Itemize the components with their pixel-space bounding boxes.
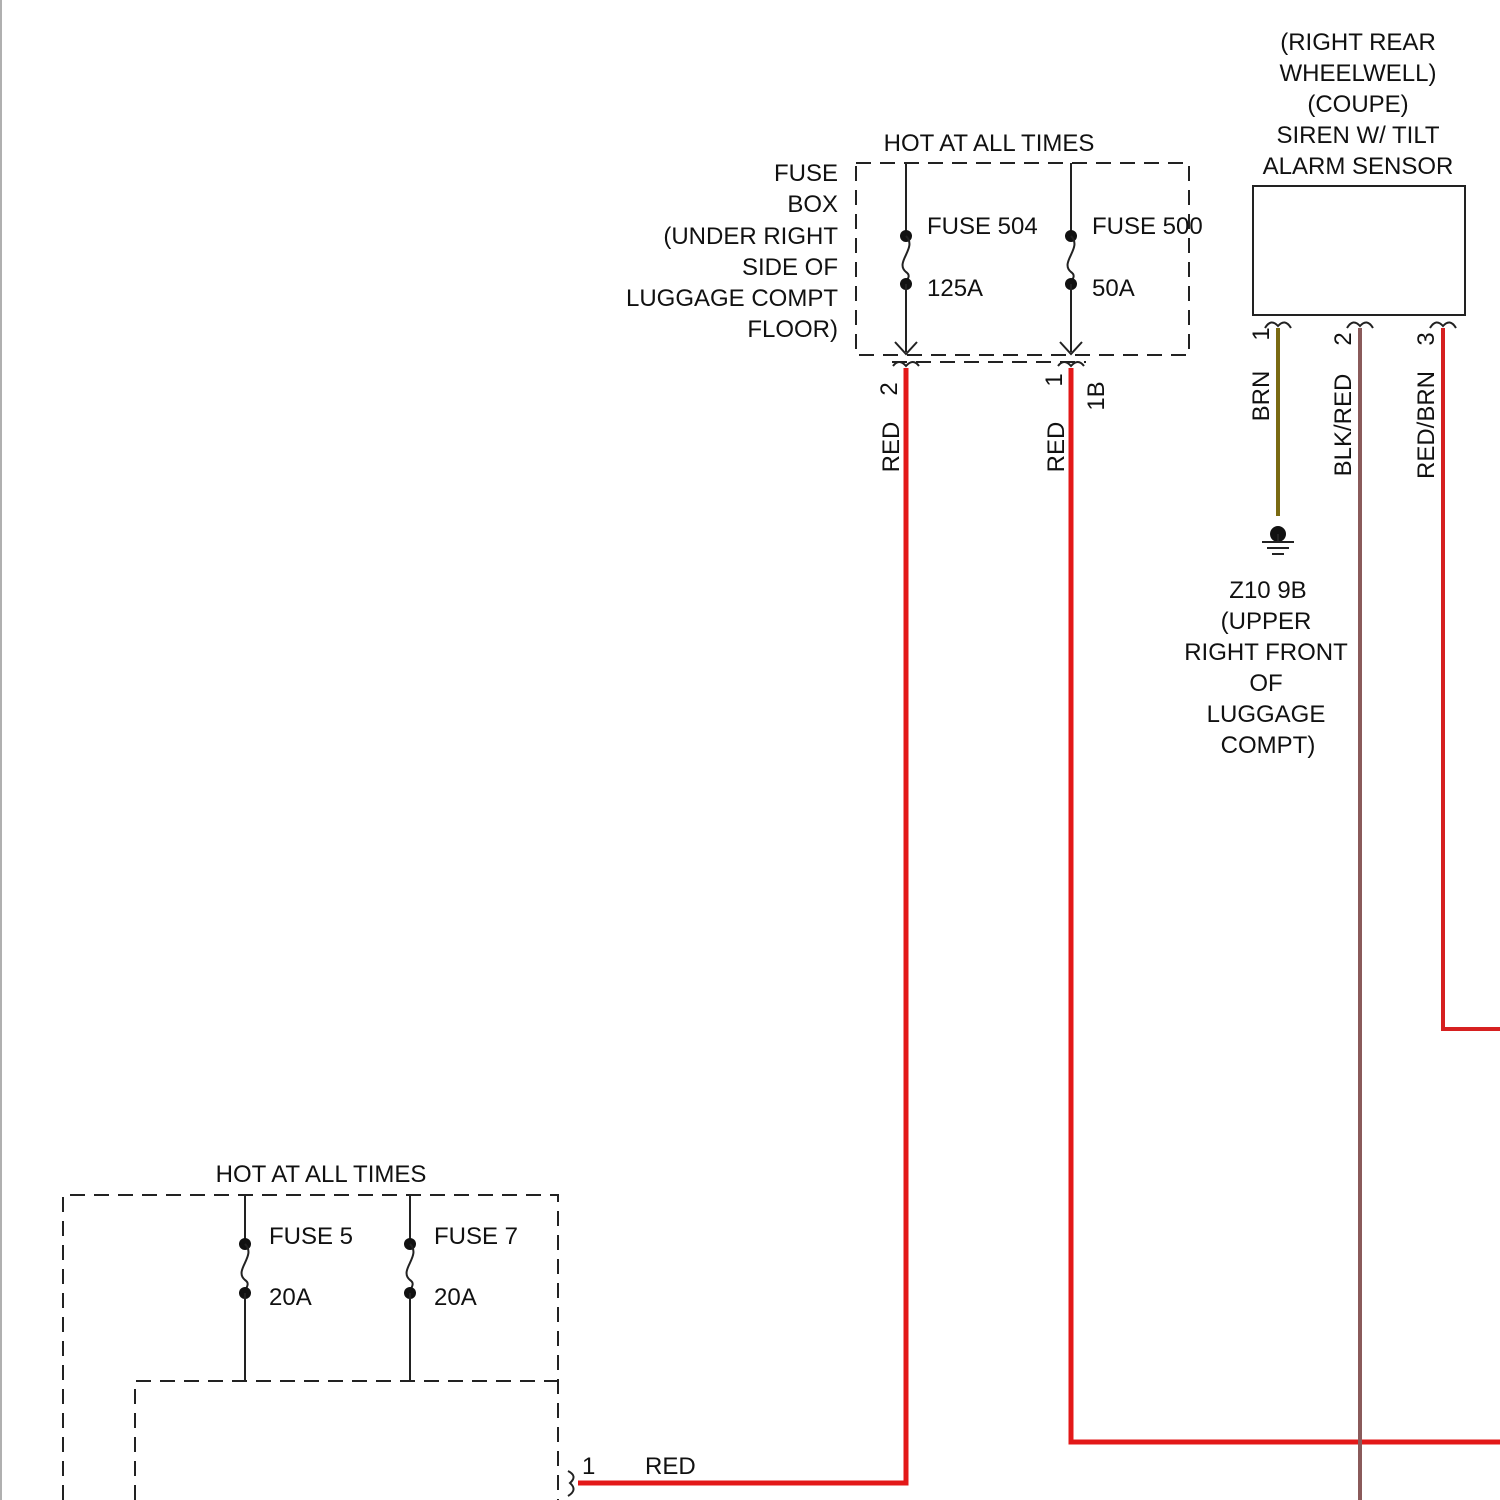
wire-color-red: RED bbox=[645, 1453, 696, 1480]
fuse-box-main-location: FUSE BOX (UNDER RIGHT SIDE OF LUGGAGE CO… bbox=[626, 160, 838, 343]
fuse-box-lower-inner-outline bbox=[135, 1381, 558, 1500]
pin-1b-label: 1B bbox=[1083, 381, 1110, 410]
fuse-box-lower-title: HOT AT ALL TIMES bbox=[216, 1161, 427, 1188]
wire-color-red: RED bbox=[878, 422, 905, 473]
fuse-504-name: FUSE 504 bbox=[927, 213, 1038, 240]
ground-location-line: OF bbox=[1249, 670, 1282, 697]
siren-pin-2-connector bbox=[1347, 322, 1373, 328]
wire-fuse-504-to-lower-box[interactable] bbox=[578, 368, 906, 1483]
fuse-7-name: FUSE 7 bbox=[434, 1223, 518, 1250]
fuse-box-lower: HOT AT ALL TIMES FUSE 5 20A FUSE 7 20A 1… bbox=[63, 1161, 696, 1500]
lower-pin-1-connector bbox=[568, 1471, 574, 1496]
fuse-500-name: FUSE 500 bbox=[1092, 213, 1203, 240]
location-line: SIDE OF bbox=[742, 254, 838, 281]
fuse-5-element bbox=[242, 1244, 249, 1293]
wire-red-brn[interactable] bbox=[1443, 328, 1500, 1029]
pin-1-label: 1 bbox=[1041, 373, 1068, 386]
fuse-504-rating: 125A bbox=[927, 275, 983, 302]
fuse-500-rating: 50A bbox=[1092, 275, 1135, 302]
fuse-5-rating: 20A bbox=[269, 1284, 312, 1311]
wire-fuse-500-out[interactable] bbox=[1071, 368, 1500, 1442]
wire-color-blk-red: BLK/RED bbox=[1330, 374, 1357, 477]
siren-pin-2-label: 2 bbox=[1330, 332, 1357, 345]
ground-location-line: RIGHT FRONT bbox=[1184, 639, 1348, 666]
fuse-504-element bbox=[903, 236, 910, 284]
ground-id: Z10 9B bbox=[1229, 577, 1306, 604]
ground-icon bbox=[1262, 534, 1294, 554]
siren-pin-3-label: 3 bbox=[1413, 332, 1440, 345]
siren-label-line: SIREN W/ TILT bbox=[1276, 122, 1439, 149]
pin-2-label: 2 bbox=[876, 382, 903, 395]
siren-tilt-alarm-sensor[interactable]: (RIGHT REAR WHEELWELL) (COUPE) SIREN W/ … bbox=[1248, 29, 1465, 479]
fuse-5-name: FUSE 5 bbox=[269, 1223, 353, 1250]
fuse-5[interactable]: FUSE 5 20A bbox=[239, 1195, 353, 1381]
ground-location-line: (UPPER bbox=[1221, 608, 1312, 635]
fuse-500[interactable]: FUSE 500 50A bbox=[1058, 163, 1203, 366]
fuse-box-main-title: HOT AT ALL TIMES bbox=[884, 130, 1095, 157]
siren-label-line: ALARM SENSOR bbox=[1263, 153, 1454, 180]
siren-label-line: WHEELWELL) bbox=[1280, 60, 1437, 87]
ground-location-line: COMPT) bbox=[1221, 732, 1316, 759]
location-line: LUGGAGE COMPT bbox=[626, 285, 838, 312]
location-line: BOX bbox=[787, 191, 838, 218]
location-line: FLOOR) bbox=[747, 316, 838, 343]
fuse-7-rating: 20A bbox=[434, 1284, 477, 1311]
fuse-500-element bbox=[1068, 236, 1075, 284]
wire-color-red: RED bbox=[1043, 422, 1070, 473]
fuse-7-element bbox=[407, 1244, 414, 1293]
siren-body bbox=[1253, 186, 1465, 315]
siren-label-line: (COUPE) bbox=[1307, 91, 1408, 118]
ground-z10-9b[interactable]: Z10 9B (UPPER RIGHT FRONT OF LUGGAGE COM… bbox=[1184, 526, 1348, 759]
fuse-7[interactable]: FUSE 7 20A bbox=[404, 1195, 518, 1381]
wire-color-brn: BRN bbox=[1248, 371, 1275, 422]
fuse-box-main: HOT AT ALL TIMES FUSE BOX (UNDER RIGHT S… bbox=[626, 130, 1203, 472]
siren-pin-1-label: 1 bbox=[1248, 327, 1275, 340]
location-line: FUSE bbox=[774, 160, 838, 187]
fuse-504[interactable]: FUSE 504 125A bbox=[893, 163, 1038, 366]
ground-location-line: LUGGAGE bbox=[1207, 701, 1326, 728]
wire-color-red-brn: RED/BRN bbox=[1413, 371, 1440, 479]
siren-pin-1-connector bbox=[1265, 322, 1291, 328]
lower-pin-1-label: 1 bbox=[582, 1453, 595, 1480]
siren-pin-3-connector bbox=[1430, 322, 1456, 328]
location-line: (UNDER RIGHT bbox=[663, 223, 838, 250]
siren-label-line: (RIGHT REAR bbox=[1280, 29, 1436, 56]
